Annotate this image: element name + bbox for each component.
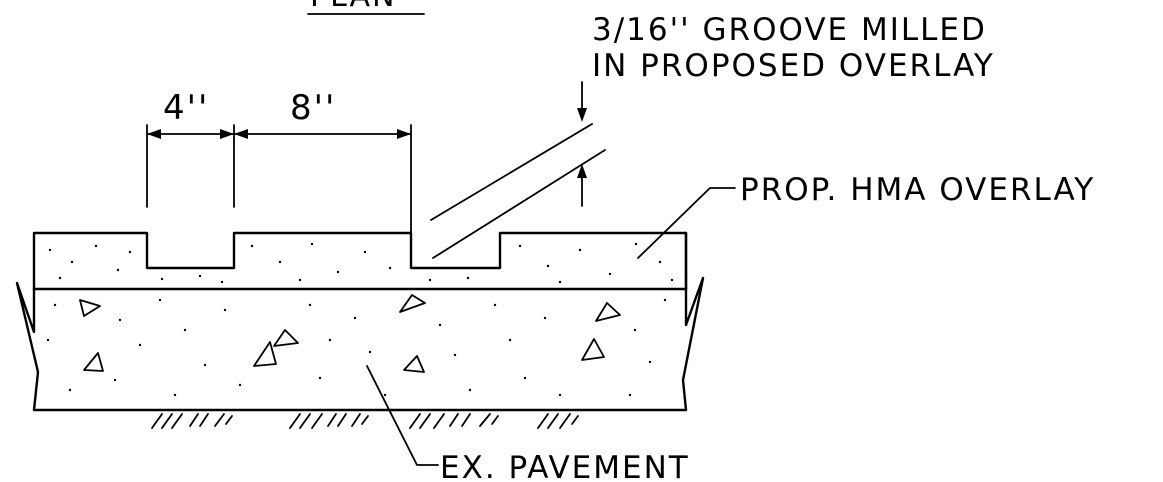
overlay-stipple [48,242,674,284]
width-dimensions: 4'' 8'' [146,88,412,249]
dim-arrow-middle-left [220,129,234,139]
depth-arrow-bottom-head [577,164,587,178]
groove-callout: 3/16'' GROOVE MILLED IN PROPOSED OVERLAY [592,12,995,84]
soil-hatch-2 [289,413,369,429]
dim-arrow-right [397,129,411,139]
existing-pavement-text: EX. PAVEMENT [440,450,690,482]
dim-label-4in: 4'' [163,88,209,128]
groove-callout-line2: IN PROPOSED OVERLAY [592,48,995,84]
existing-pavement-leader [366,365,439,466]
hma-overlay-layer [32,231,688,291]
dim-label-8in: 8'' [290,88,336,128]
dim-arrow-middle-right [234,129,248,139]
subgrade-hatch [151,413,579,429]
title-fragment: PLAN [307,0,425,15]
groove-depth-indicator [430,81,606,259]
soil-hatch-4 [537,413,579,429]
left-break-line [15,281,40,412]
overlay-callout-text: PROP. HMA OVERLAY [740,172,1095,208]
title-text: PLAN [310,0,396,14]
groove-leader-upper [430,123,593,221]
existing-pavement-layer [15,231,705,412]
groove-callout-line1: 3/16'' GROOVE MILLED [592,12,987,48]
aggregate-symbols [79,294,621,373]
overlay-outline [32,231,688,291]
overlay-callout: PROP. HMA OVERLAY [637,172,1095,259]
groove-leader-lower [432,149,606,259]
soil-hatch-3 [409,413,499,429]
soil-hatch-1 [151,413,233,429]
depth-arrow-top-head [577,108,587,122]
overlay-leader [637,187,736,259]
pavement-stipple [46,298,667,397]
dim-arrow-left [147,129,161,139]
existing-pavement-callout: EX. PAVEMENT [366,365,690,482]
right-break-line [681,231,705,412]
